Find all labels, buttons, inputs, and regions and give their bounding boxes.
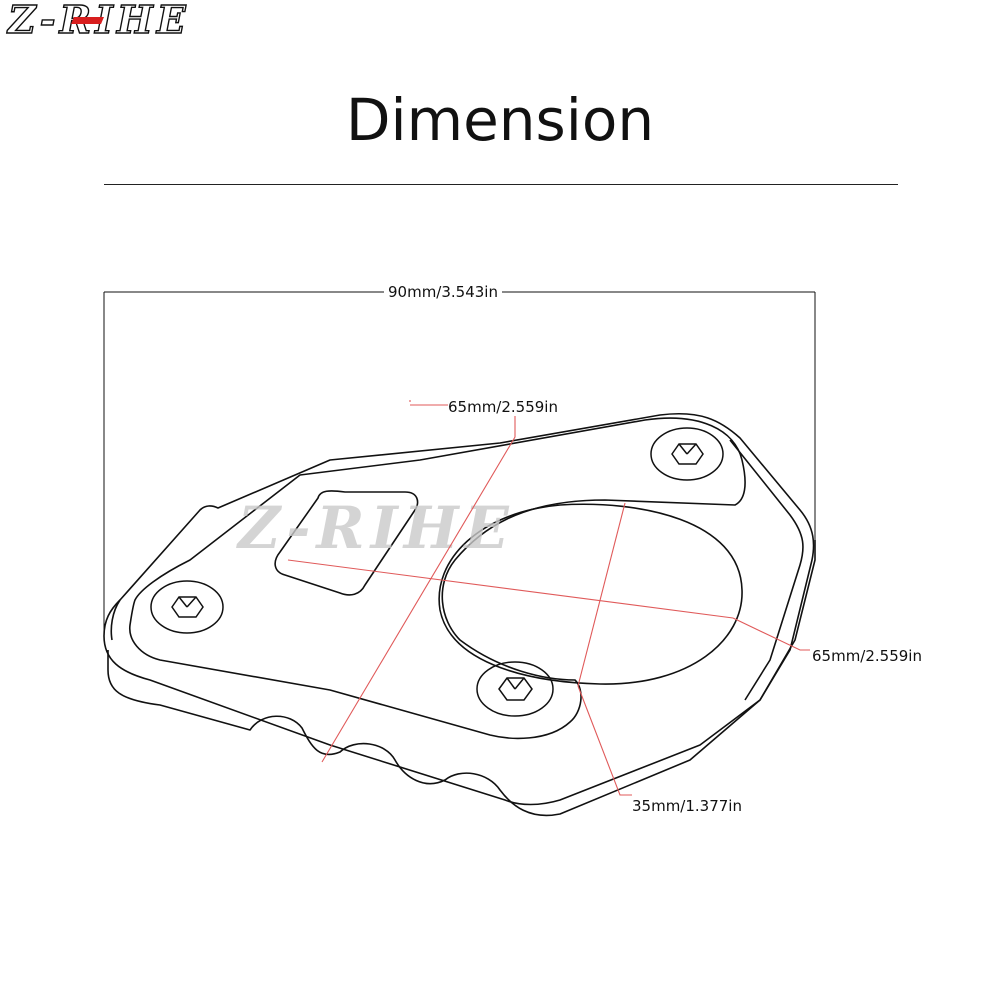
hex-bolt-left	[150, 580, 224, 634]
red-dimension-lines	[287, 400, 810, 796]
diagonal-right-line	[287, 559, 734, 619]
diagonal-top-label: 65mm/2.559in	[448, 398, 558, 416]
small-width-line	[577, 502, 626, 687]
brand-watermark: Z-RIHE	[236, 494, 515, 562]
pad-bevel-left	[110, 599, 121, 641]
pad-bevel-right	[729, 439, 804, 701]
diagonal-right-leader	[732, 617, 810, 651]
hex-bolt-top-right	[650, 427, 724, 481]
pad-slot-cutout	[274, 490, 419, 596]
overall-width-label: 90mm/3.543in	[384, 283, 502, 301]
diagonal-right-label: 65mm/2.559in	[812, 647, 922, 665]
brand-logo: Z-RIHE	[5, 0, 186, 40]
pad-top-outline	[103, 412, 815, 806]
title-divider	[104, 184, 898, 185]
pad-circular-recess	[438, 503, 743, 685]
logo-red-dash	[71, 17, 104, 24]
pad-outer-silhouette	[107, 540, 816, 817]
pad-body	[103, 412, 816, 817]
pad-inner-plate	[129, 417, 746, 740]
small-width-leader	[577, 685, 632, 796]
small-width-label: 35mm/1.377in	[632, 797, 742, 815]
page-title: Dimension	[345, 86, 655, 154]
hex-bolt-bottom	[476, 661, 554, 717]
